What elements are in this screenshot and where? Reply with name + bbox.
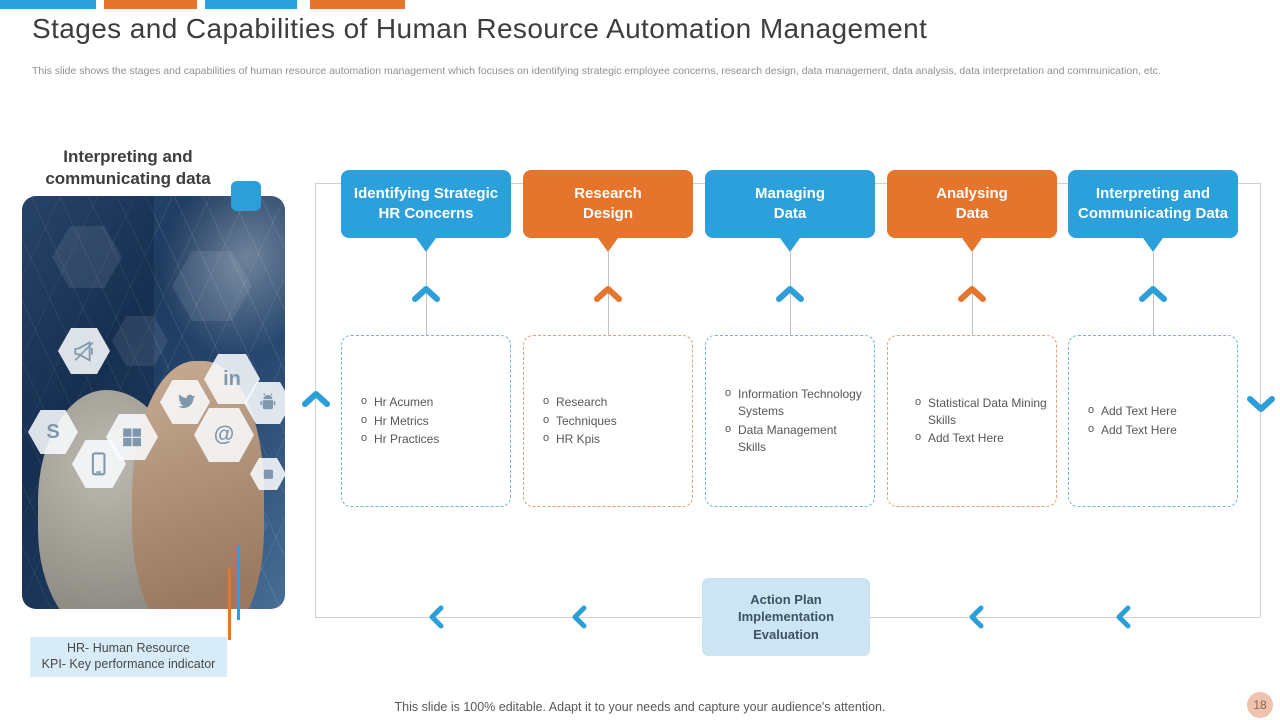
list-item: o Techniques [536, 413, 684, 430]
list-item: o Hr Metrics [354, 413, 502, 430]
bubble-pointer [1143, 238, 1163, 252]
stage-header: Interpreting and Communicating Data [1068, 170, 1238, 252]
top-bar-segment-orange [104, 0, 197, 9]
list-item: o HR Kpis [536, 431, 684, 448]
top-bar-segment-blue [0, 0, 96, 9]
stage-header-label: Interpreting and Communicating Data [1077, 185, 1228, 222]
chevron-left-icon [429, 605, 444, 629]
stage-header-label: Identifying Strategic HR Concerns [353, 185, 499, 222]
stage-header: Analysing Data [887, 170, 1057, 252]
list-item: o Information Technology Systems [718, 386, 866, 420]
stage-header-label: Managing Data [755, 185, 825, 222]
tablet-icon [72, 440, 126, 488]
chevron-left-icon [1116, 605, 1131, 629]
chevron-down-icon [1247, 396, 1275, 412]
chevron-up-icon [958, 286, 986, 302]
abbreviation-note: HR- Human Resource KPI- Key performance … [30, 637, 227, 677]
frame-right-line [1260, 183, 1261, 617]
stage-column-analysing-data: Analysing Data o Statistical Data Mining … [887, 170, 1057, 507]
bubble-pointer [780, 238, 800, 252]
frame-left-line [315, 183, 316, 617]
list-item: o Add Text Here [1081, 422, 1229, 439]
list-item-text: Hr Practices [374, 432, 440, 447]
list-item-text: Add Text Here [1101, 423, 1177, 437]
chevron-up-icon [412, 286, 440, 302]
stage-column-managing-data: Managing Data o Information Technology Sy… [705, 170, 875, 507]
list-item-text: Hr Metrics [374, 413, 429, 428]
fist-technology-image: in S @ [22, 196, 285, 609]
chevron-left-icon [572, 605, 587, 629]
bullet: o [914, 395, 922, 408]
action-plan-box: Action Plan Implementation Evaluation [702, 578, 870, 656]
left-panel-heading: Interpreting and communicating data [45, 147, 211, 189]
stage-header: Identifying Strategic HR Concerns [341, 170, 511, 252]
list-item-text: Add Text Here [1101, 404, 1177, 419]
bubble-pointer [598, 238, 618, 252]
stage-header-label: Research Design [574, 185, 642, 222]
list-item-text: Hr Acumen [374, 394, 434, 409]
bullet: o [1087, 423, 1095, 435]
list-item-text: Research [556, 394, 608, 409]
bubble-pointer [962, 238, 982, 252]
stage-header: Research Design [523, 170, 693, 252]
chevron-up-icon [1139, 286, 1167, 302]
chevron-up-icon [776, 286, 804, 302]
list-item: o Statistical Data Mining Skills [908, 395, 1048, 429]
blue-accent-line [237, 545, 240, 620]
footer-note: This slide is 100% editable. Adapt it to… [394, 700, 886, 714]
list-item-text: HR Kpis [556, 432, 601, 447]
bullet: o [360, 413, 368, 426]
stage-header-label: Analysing Data [936, 185, 1008, 222]
bullet: o [360, 432, 368, 445]
stage-column-identifying-strategic-hr-concerns: Identifying Strategic HR Concerns o Hr Ac… [341, 170, 511, 507]
skype-icon: S [28, 410, 78, 454]
chevron-up-icon [594, 286, 622, 302]
list-item-text: Techniques [556, 413, 617, 428]
top-bar-segment-blue-2 [205, 0, 297, 9]
bullet: o [724, 387, 732, 400]
list-item: o Add Text Here [1081, 403, 1229, 420]
bullet: o [542, 394, 550, 407]
page-number-badge: 18 [1247, 692, 1273, 718]
bullet: o [542, 413, 550, 426]
list-item-text: Add Text Here [928, 431, 1004, 446]
blue-accent-square [231, 181, 261, 211]
chevron-up-icon [302, 391, 330, 407]
bullet: o [542, 432, 550, 445]
list-item: o Hr Acumen [354, 394, 502, 411]
bullet: o [914, 431, 922, 444]
bullet: o [1087, 404, 1095, 417]
bullet: o [360, 394, 368, 407]
faint-hexagon [112, 316, 168, 366]
list-item-text: Statistical Data Mining Skills [928, 395, 1047, 427]
chevron-left-icon [969, 605, 984, 629]
list-item-text: Information Technology Systems [738, 387, 862, 419]
page-subtitle: This slide shows the stages and capabili… [32, 65, 1161, 77]
top-bar-segment-orange-2 [310, 0, 405, 9]
twitter-icon [160, 380, 210, 424]
list-item: o Hr Practices [354, 431, 502, 448]
list-item: o Research [536, 394, 684, 411]
bullet: o [724, 423, 732, 435]
orange-accent-line [228, 568, 231, 640]
podcast-icon: @ [194, 408, 254, 462]
stage-header: Managing Data [705, 170, 875, 252]
stage-detail-box: o Hr Acumen o Hr Metrics o Hr Practices [341, 335, 511, 507]
list-item: o Data Management Skills [718, 422, 866, 456]
list-item: o Add Text Here [908, 430, 1048, 447]
page-title: Stages and Capabilities of Human Resourc… [32, 13, 928, 44]
list-item-text: Data Management Skills [738, 423, 837, 454]
bubble-pointer [416, 238, 436, 252]
